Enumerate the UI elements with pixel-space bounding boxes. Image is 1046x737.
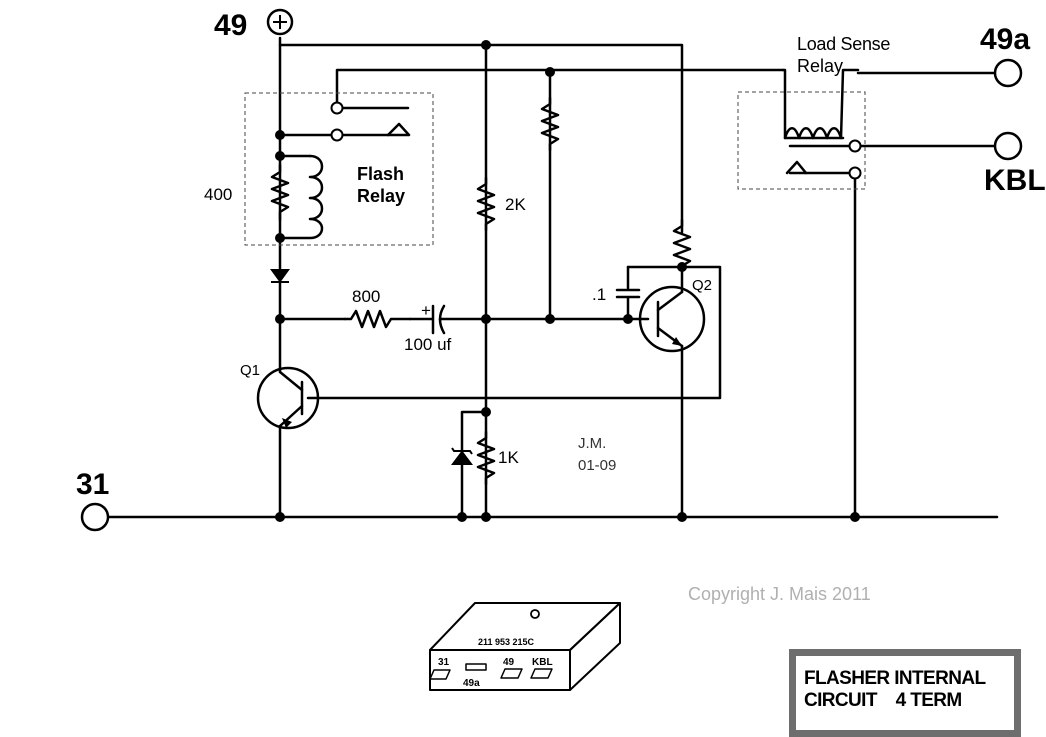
r-800-label: 800: [352, 287, 380, 306]
cap-100uf-label: 100 uf: [404, 335, 452, 354]
wire-zener: [460, 410, 488, 519]
copyright-text: Copyright J. Mais 2011: [688, 584, 871, 604]
module-pin-kbl-label: KBL: [532, 657, 553, 668]
module-front-face: [429, 649, 571, 691]
title-block-inner: FLASHER INTERNAL CIRCUIT 4 TERM: [796, 656, 1014, 730]
module-pin-49-label: 49: [503, 657, 515, 668]
flash-relay-box: [244, 92, 434, 246]
junction-dot: [275, 130, 285, 140]
r-1k-label: 1K: [498, 448, 519, 467]
junction-dot: [850, 512, 860, 522]
load-sense-label-2: Relay: [797, 56, 843, 76]
q1-label: Q1: [240, 362, 260, 379]
resistor-400: [270, 163, 290, 222]
title-block: FLASHER INTERNAL CIRCUIT 4 TERM: [789, 649, 1021, 737]
q2-collector-leg: [656, 290, 684, 312]
load-sense-relay-box: [737, 91, 866, 190]
q1-transistor: [256, 366, 320, 430]
junction-dot: [677, 512, 687, 522]
junction-dot: [481, 40, 491, 50]
terminal-31-label: 31: [76, 468, 109, 501]
junction-dot: [457, 512, 467, 522]
junction-dot: [545, 67, 555, 77]
q1-collector-leg: [278, 370, 304, 392]
module-pin-49: [500, 668, 523, 679]
title-line-2: CIRCUIT 4 TERM: [804, 690, 962, 711]
load-sense-relay-coil: [781, 68, 860, 140]
title-line-1: FLASHER INTERNAL: [804, 668, 986, 689]
junction-dot: [275, 151, 285, 161]
module-pin-49a: [465, 663, 487, 671]
module-mount-hole: [530, 609, 540, 619]
junction-dot: [677, 262, 687, 272]
load-sense-contact-top-node: [848, 139, 862, 153]
module-pin-kbl: [530, 668, 553, 679]
author-initials: J.M.: [578, 435, 606, 452]
resistor-1k: [476, 430, 496, 486]
resistor-2k: [476, 176, 496, 232]
junction-dot: [275, 314, 285, 324]
wire-top-bus: [278, 43, 684, 234]
junction-dot: [545, 314, 555, 324]
module-side-face: [569, 602, 621, 691]
flash-relay-contact-bottom-node: [330, 128, 344, 142]
wire-q2-collector: [306, 265, 722, 400]
flash-relay-contact-top-node: [330, 101, 344, 115]
zener-bar: [451, 447, 473, 455]
cap-plus-label: +: [421, 301, 431, 320]
junction-dot: [481, 407, 491, 417]
coil-value-label: 400: [204, 185, 232, 204]
terminal-31-circle: [80, 502, 110, 532]
flash-relay-contact-tri: [386, 122, 411, 137]
resistor-top: [540, 96, 560, 152]
q2-label: Q2: [692, 277, 712, 294]
load-sense-contact-tri: [785, 160, 808, 175]
module-pin-49a-label: 49a: [463, 678, 480, 689]
terminal-49a-label: 49a: [980, 23, 1030, 56]
module-pin-31-label: 31: [438, 657, 450, 668]
flash-relay-label-1: Flash: [357, 164, 404, 184]
resistor-800: [343, 309, 412, 329]
q1-emitter-arrow-icon: [282, 418, 292, 428]
r-2k-label: 2K: [505, 195, 526, 214]
module-part-number: 211 953 215C: [478, 637, 535, 647]
flash-relay-coil: [278, 154, 324, 240]
terminal-49a-circle: [993, 58, 1023, 88]
wire-49a-bus: [335, 68, 785, 104]
module-pin-31: [429, 669, 451, 680]
junction-dot: [481, 314, 491, 324]
q1-emitter-leg: [278, 404, 304, 428]
zener-icon: [451, 450, 473, 465]
terminal-kbl-circle: [993, 131, 1023, 161]
flash-relay-label-2: Relay: [357, 186, 405, 206]
cap-01-label: .1: [592, 285, 606, 304]
diode-icon: [270, 269, 290, 283]
q2-transistor: [638, 285, 706, 353]
junction-dot: [275, 233, 285, 243]
resistor-q2: [672, 218, 692, 268]
author-date: 01-09: [578, 457, 616, 474]
junction-dot: [275, 512, 285, 522]
terminal-kbl-label: KBL: [984, 164, 1046, 197]
junction-dot: [481, 512, 491, 522]
terminal-49-label: 49: [214, 9, 247, 42]
junction-dot: [623, 314, 633, 324]
q2-emitter-arrow-icon: [672, 337, 682, 346]
load-sense-contact-bottom-node: [848, 166, 862, 180]
load-sense-label-1: Load Sense: [797, 34, 890, 54]
